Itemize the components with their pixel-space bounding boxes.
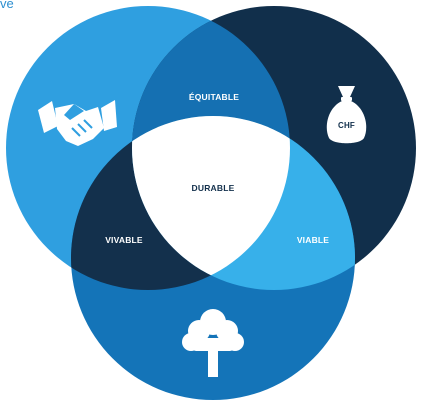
label-vivable: VIVABLE bbox=[105, 235, 143, 245]
tree-icon bbox=[182, 309, 244, 377]
handshake-icon bbox=[38, 100, 117, 146]
label-durable: DURABLE bbox=[192, 183, 235, 193]
corner-text: ve bbox=[0, 0, 14, 11]
label-viable: VIABLE bbox=[297, 235, 330, 245]
label-equitable: ÉQUITABLE bbox=[189, 92, 239, 102]
durable-region bbox=[132, 116, 290, 290]
money-bag-icon: CHF bbox=[326, 86, 367, 144]
currency-label: CHF bbox=[338, 121, 355, 130]
